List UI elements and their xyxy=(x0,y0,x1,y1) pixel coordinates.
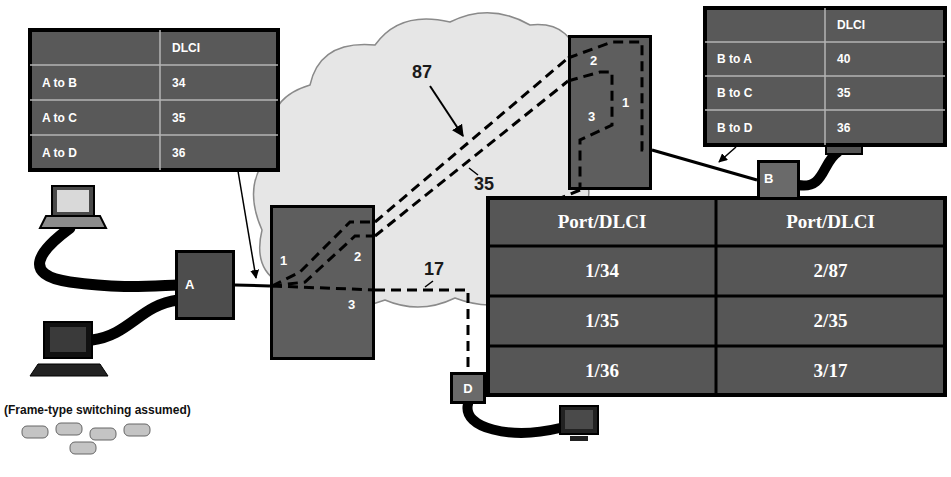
laptop-display xyxy=(57,190,89,212)
desktop-display xyxy=(565,410,593,429)
table-cell: A to C xyxy=(30,100,160,135)
virtual-circuit xyxy=(375,58,568,222)
callout-number: 17 xyxy=(424,257,458,281)
virtual-circuit xyxy=(568,42,652,150)
table-cell: A to B xyxy=(30,65,160,100)
table-rule xyxy=(705,109,945,111)
table-header: Port/DLCI xyxy=(488,198,716,246)
virtual-circuit xyxy=(272,286,375,290)
port-label: 2 xyxy=(354,249,361,264)
table-rule xyxy=(30,134,278,136)
table-cell: 35 xyxy=(160,100,278,135)
switching-table xyxy=(488,198,945,395)
leader-line xyxy=(425,281,433,287)
port-label: 3 xyxy=(348,297,355,312)
footnote: (Frame-type switching assumed) xyxy=(4,400,266,420)
access-cable xyxy=(798,152,838,186)
virtual-circuit xyxy=(272,222,375,286)
table-rule xyxy=(488,345,945,348)
port-label: 1 xyxy=(280,253,287,268)
laptop-base xyxy=(40,216,106,228)
table-rule xyxy=(705,41,945,43)
switch-path xyxy=(270,205,375,360)
port-label: D xyxy=(463,381,472,396)
table-cell: 34 xyxy=(160,65,278,100)
frame-switch: 2 1 3 xyxy=(270,205,375,360)
table-header: DLCI xyxy=(825,8,945,42)
dlci-table xyxy=(705,8,945,145)
desktop-display xyxy=(50,327,86,352)
leader-line xyxy=(719,147,736,162)
table-cell: B to C xyxy=(705,76,825,110)
table-header: Port/DLCI xyxy=(716,198,945,246)
router-box: A xyxy=(175,250,235,320)
access-link xyxy=(652,150,757,180)
port-label: 1 xyxy=(622,95,629,110)
telephone-icon xyxy=(124,424,150,436)
access-link xyxy=(235,285,270,286)
telephone-icon xyxy=(90,428,116,440)
leader-line xyxy=(238,171,256,278)
table-rule xyxy=(30,99,278,101)
virtual-circuit xyxy=(375,81,568,236)
table-cell: 1/36 xyxy=(488,346,716,395)
table-rule xyxy=(705,75,945,77)
callout-number: 87 xyxy=(412,60,446,84)
router-box: B xyxy=(757,160,800,200)
monitor-stand xyxy=(570,436,588,441)
frame-switch: 2 3 1 xyxy=(568,35,652,190)
desktop-monitor xyxy=(560,406,598,434)
access-cable xyxy=(40,228,178,287)
table-header: DLCI xyxy=(160,30,278,65)
access-cable xyxy=(92,300,178,340)
virtual-circuit xyxy=(375,290,468,372)
port-label: 2 xyxy=(590,53,597,68)
table-cell: 36 xyxy=(160,135,278,170)
dlci-table xyxy=(30,30,278,170)
table-cell: 3/17 xyxy=(716,346,945,395)
router-box: D xyxy=(450,372,486,404)
table-cell: 35 xyxy=(825,76,945,110)
table-rule xyxy=(488,295,945,298)
virtual-circuit xyxy=(272,236,375,286)
port-label: 3 xyxy=(588,109,595,124)
table-cell: 36 xyxy=(825,110,945,145)
telephone-icon xyxy=(22,426,48,438)
leader-line xyxy=(430,86,463,136)
table-cell: B to D xyxy=(705,110,825,145)
table-rule xyxy=(488,245,945,248)
table-cell: 2/87 xyxy=(716,246,945,296)
switch-path xyxy=(568,35,652,190)
table-cell: 1/35 xyxy=(488,296,716,346)
telephone-icon xyxy=(56,423,82,435)
table-cell: 40 xyxy=(825,42,945,76)
table-cell: 1/34 xyxy=(488,246,716,296)
port-label: B xyxy=(764,171,773,186)
table-cell: A to D xyxy=(30,135,160,170)
access-cable xyxy=(467,404,560,433)
table-rule xyxy=(30,64,278,66)
table-cell: B to A xyxy=(705,42,825,76)
laptop-screen xyxy=(52,186,94,216)
desktop-monitor xyxy=(44,322,92,358)
keyboard xyxy=(30,364,108,376)
virtual-circuit xyxy=(568,72,612,190)
callout-number: 35 xyxy=(474,172,508,196)
port-label: A xyxy=(185,277,194,292)
table-cell: 2/35 xyxy=(716,296,945,346)
telephone-icon xyxy=(70,442,96,454)
